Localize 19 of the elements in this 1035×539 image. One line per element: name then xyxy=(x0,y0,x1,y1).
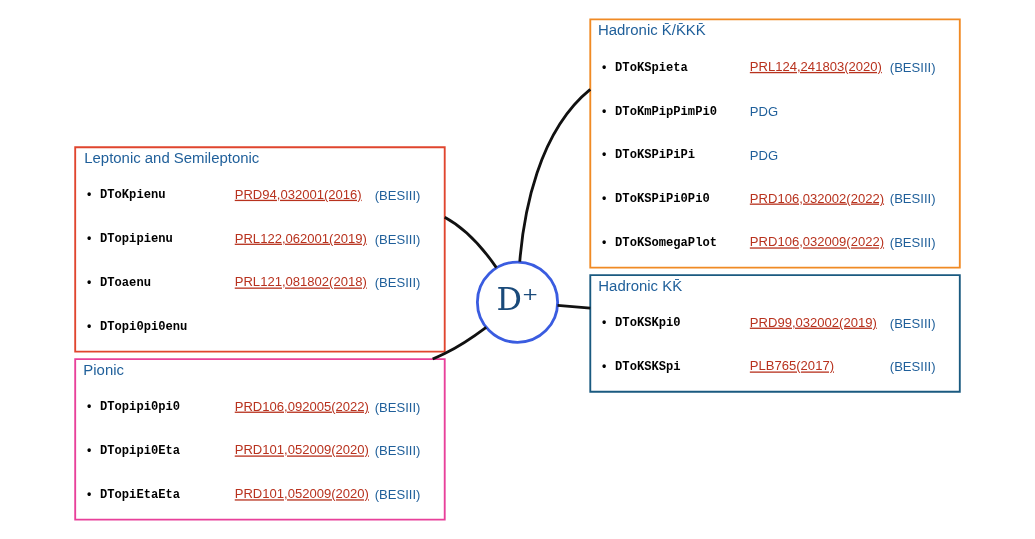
node-text: • DToKpienu PRD94,032001(2016) (BESIII) xyxy=(85,186,421,203)
node-text: • DTopiEtaEta PRD101,052009(2020) (BESIII) xyxy=(85,486,421,503)
node-text: • DToKSKSpi PLB765(2017) (BESIII) xyxy=(600,358,936,375)
connector xyxy=(444,216,498,269)
connector xyxy=(518,88,592,262)
node-text: • DTopipienu PRL122,062001(2019) (BESIII) xyxy=(85,230,421,247)
node-text: • DTopipi0Eta PRD101,052009(2020) (BESIII) xyxy=(85,442,421,459)
connector xyxy=(432,326,487,361)
node-text: • DToKSPiPi0Pi0 PRD106,032002(2022) (BESIII) xyxy=(600,190,936,207)
node-text: • DToKSPiPiPi PDG xyxy=(600,147,779,163)
node-text: • DToKSpieta PRL124,241803(2020) (BESIII) xyxy=(600,58,936,75)
connector xyxy=(557,304,591,310)
node-text: • DToKSKpi0 PRD99,032002(2019) (BESIII) xyxy=(600,314,936,331)
node-circle: D⁺ xyxy=(476,260,559,344)
node-text: • DToaenu PRL121,081802(2018) (BESIII) xyxy=(85,274,421,291)
node-text: • DToKSomegaPlot PRD106,032009(2022) (BESIII) xyxy=(600,234,936,251)
node-text: • DToKmPipPimPi0 PDG xyxy=(600,103,779,119)
node-text: • DTopipi0pi0 PRD106,092005(2022) (BESIII) xyxy=(85,398,421,415)
node-text: • DTopi0pi0enu xyxy=(85,319,188,334)
